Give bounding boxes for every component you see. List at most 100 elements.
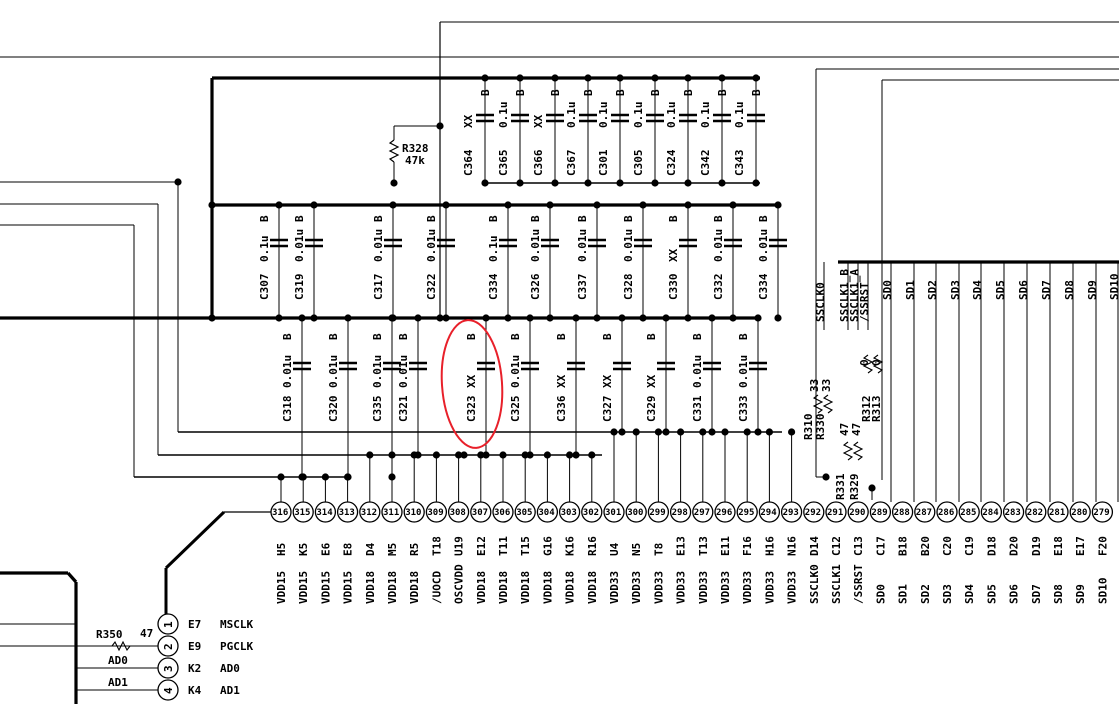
junction-dot <box>662 314 670 322</box>
pin-net: SD9 <box>1074 584 1087 604</box>
junction-dot <box>455 451 463 459</box>
resistor-r329 <box>852 441 864 461</box>
pin-ball: T18 <box>430 536 443 556</box>
cap-ref: C364 <box>462 149 475 176</box>
junction-dot <box>275 314 283 322</box>
pin-net: SD6 <box>1008 584 1021 604</box>
junction-dot <box>729 201 737 209</box>
junction-dot <box>774 314 782 322</box>
cap-ref: C336 <box>555 395 568 422</box>
res-ref: R330 <box>814 414 827 441</box>
cap-value: XX <box>555 374 568 388</box>
cap-value: XX <box>532 114 545 128</box>
pin-number: 308 <box>450 508 466 518</box>
bus-label: /SSRST <box>858 282 871 322</box>
pin-ball: E8 <box>342 543 355 556</box>
pin-number: 313 <box>339 508 355 518</box>
cap-value: 0.01u <box>293 229 306 262</box>
pin-net: SD7 <box>1030 584 1043 604</box>
junction-dot <box>321 473 329 481</box>
bus-label: SD9 <box>1086 280 1099 300</box>
pin-number: 290 <box>849 508 865 518</box>
cap-ref: C321 <box>397 395 410 422</box>
pin-circle <box>625 501 647 523</box>
junction-dot <box>477 451 485 459</box>
pin-ball: N5 <box>630 543 643 556</box>
junction-dot <box>414 314 422 322</box>
pin-circle <box>603 501 625 523</box>
junction-dot <box>499 451 507 459</box>
junction-dot <box>174 178 182 186</box>
pin-ball: U19 <box>453 536 466 556</box>
connector-pin-num: 1 <box>162 621 175 628</box>
pin-ball: B18 <box>897 536 910 556</box>
pin-number: 310 <box>405 508 421 518</box>
pin-net: SD4 <box>963 584 976 604</box>
connector-pin-num: 3 <box>162 665 175 672</box>
cap-grade: B <box>682 89 695 96</box>
highlight-circle <box>440 319 504 449</box>
junction-dot <box>618 314 626 322</box>
pin-ball: D14 <box>808 536 821 556</box>
cap-ref: C324 <box>665 149 678 176</box>
pin-circle <box>1002 501 1025 523</box>
junction-dot <box>442 314 450 322</box>
pin-number: 311 <box>383 508 399 518</box>
cap-grade: B <box>372 215 385 222</box>
cap-value: 0.01u <box>691 355 704 388</box>
pin-number: 289 <box>871 508 887 518</box>
pin-net: /SSRST <box>852 564 865 604</box>
pin-ball: E13 <box>675 536 688 556</box>
pin-net: OSCVDD <box>453 564 466 604</box>
pin-ball: C12 <box>830 536 843 556</box>
cap-grade: B <box>712 215 725 222</box>
pin-number: 285 <box>960 508 976 518</box>
junction-dot <box>275 201 283 209</box>
bus-label: SSCLK1_B <box>838 269 851 322</box>
junction-dot <box>388 314 396 322</box>
cap-ref: C366 <box>532 149 545 176</box>
resistor-r312 <box>862 354 874 374</box>
junction-dot <box>551 179 559 187</box>
pin-number: 288 <box>894 508 910 518</box>
cap-value: 0.01u <box>622 229 635 262</box>
cap-value: 0.1u <box>565 102 578 129</box>
pin-ball: T15 <box>519 536 532 556</box>
junction-dot <box>584 74 592 82</box>
pin-circle <box>447 501 470 523</box>
pin-net: SD10 <box>1096 578 1109 605</box>
pin-net: VDD18 <box>586 571 599 604</box>
junction-dot <box>699 428 707 436</box>
junction-dot <box>765 428 774 436</box>
junction-dot <box>504 201 512 209</box>
bus-label: SD0 <box>881 280 894 300</box>
pin-net: VDD15 <box>342 571 355 604</box>
pin-ball: E12 <box>475 536 488 556</box>
pin-ball: N16 <box>786 536 799 556</box>
junction-dot <box>388 473 396 481</box>
junction-dot <box>546 201 554 209</box>
pin-ball: T11 <box>497 536 510 556</box>
pin-circle <box>891 501 914 523</box>
pin-circle <box>514 501 536 523</box>
pin-circle <box>336 501 359 523</box>
pin-ball: D18 <box>985 536 998 556</box>
res-ref: R310 <box>802 414 815 441</box>
ad0-label: AD0 <box>108 654 128 667</box>
junction-dot <box>639 201 647 209</box>
cap-ref: C334 <box>487 273 500 300</box>
cap-grade: B <box>529 215 542 222</box>
pin-ball: C20 <box>941 536 954 556</box>
connector-pin <box>157 657 179 679</box>
pin-ball: T8 <box>652 543 665 556</box>
pin-ball: C13 <box>852 536 865 556</box>
cap-grade: B <box>716 89 729 96</box>
junction-dot <box>708 314 716 322</box>
cap-grade: B <box>649 89 662 96</box>
junction-dot <box>389 201 397 209</box>
r328-ref: R328 <box>402 142 429 155</box>
cap-value: 0.1u <box>487 236 500 263</box>
pin-ball: R16 <box>586 536 599 556</box>
cap-grade: B <box>757 215 770 222</box>
